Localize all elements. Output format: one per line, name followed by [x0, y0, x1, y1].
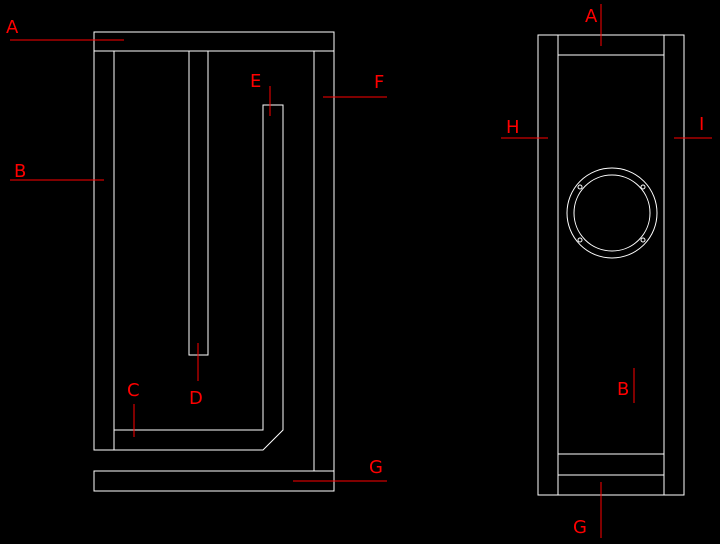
speaker-screw-hole: [640, 237, 646, 243]
label-side-g: G: [369, 457, 383, 478]
side-section-view: [93, 31, 335, 492]
speaker-outer-ring: [566, 167, 658, 259]
right-panel-f: [313, 50, 335, 472]
divider-e-with-bottom-c: [113, 104, 284, 451]
divider-d: [188, 50, 209, 356]
label-side-c: C: [127, 380, 140, 401]
label-front-a: A: [585, 6, 598, 27]
label-side-e: E: [250, 71, 261, 92]
label-side-d: D: [189, 388, 203, 409]
label-front-h: H: [506, 117, 520, 138]
front-right-panel-i: [663, 34, 685, 496]
annotation-labels: A B C D E F G A H I B G: [6, 6, 704, 538]
speaker-screw-hole: [577, 184, 583, 190]
speaker-cutout: [566, 167, 658, 259]
label-side-a: A: [6, 17, 19, 38]
speaker-screw-hole: [577, 237, 583, 243]
label-side-f: F: [374, 72, 384, 93]
top-panel-a: [93, 31, 335, 52]
label-front-b: B: [617, 379, 629, 400]
speaker-inner-ring: [573, 174, 651, 252]
label-front-i: I: [699, 114, 704, 135]
left-panel-b: [93, 50, 115, 451]
front-view: [537, 34, 685, 496]
label-side-b: B: [14, 161, 26, 182]
annotation-leaders: [10, 4, 712, 538]
label-front-g: G: [573, 517, 587, 538]
front-left-panel-h: [537, 34, 559, 496]
speaker-screw-hole: [640, 184, 646, 190]
